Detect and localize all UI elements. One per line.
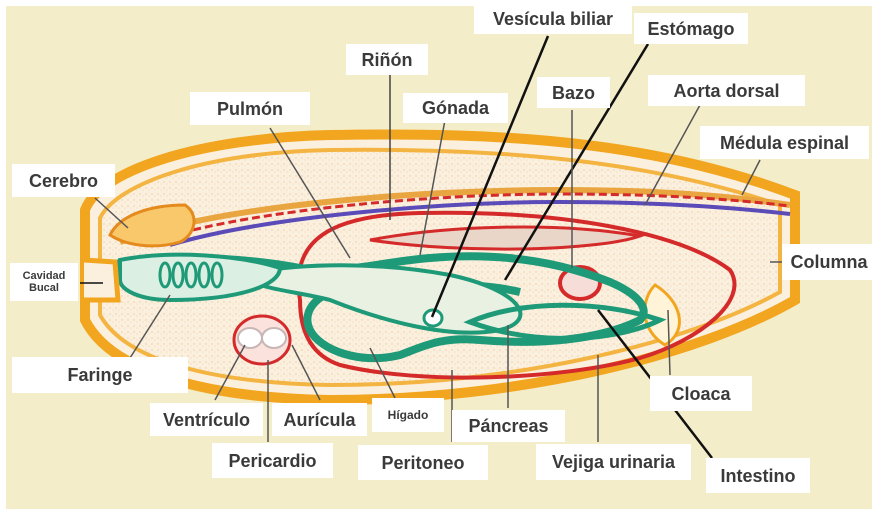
label-vesicula-biliar: Vesícula biliar bbox=[474, 4, 632, 34]
label-pericardio: Pericardio bbox=[212, 443, 333, 478]
label-bazo: Bazo bbox=[537, 77, 610, 108]
label-cloaca: Cloaca bbox=[650, 376, 752, 411]
label-medula-espinal: Médula espinal bbox=[700, 126, 869, 159]
label-pulmon: Pulmón bbox=[190, 92, 310, 125]
label-columna: Columna bbox=[782, 244, 876, 280]
label-auricula: Aurícula bbox=[272, 403, 367, 436]
heart-shape bbox=[234, 316, 290, 364]
mouth-shape bbox=[84, 260, 118, 300]
label-higado: Hígado bbox=[372, 398, 444, 432]
label-ventriculo: Ventrículo bbox=[150, 403, 263, 436]
label-intestino: Intestino bbox=[706, 458, 810, 493]
label-peritoneo: Peritoneo bbox=[358, 445, 488, 480]
label-cerebro: Cerebro bbox=[12, 164, 115, 197]
label-vejiga-urinaria: Vejiga urinaria bbox=[536, 444, 691, 480]
label-gonada: Gónada bbox=[403, 93, 508, 123]
label-pancreas: Páncreas bbox=[452, 410, 565, 442]
label-aorta-dorsal: Aorta dorsal bbox=[648, 75, 805, 106]
label-cavidad-bucal: Cavidad Bucal bbox=[10, 263, 78, 301]
label-faringe: Faringe bbox=[12, 357, 188, 393]
label-estomago: Estómago bbox=[634, 13, 748, 44]
label-rinon: Riñón bbox=[346, 44, 428, 75]
